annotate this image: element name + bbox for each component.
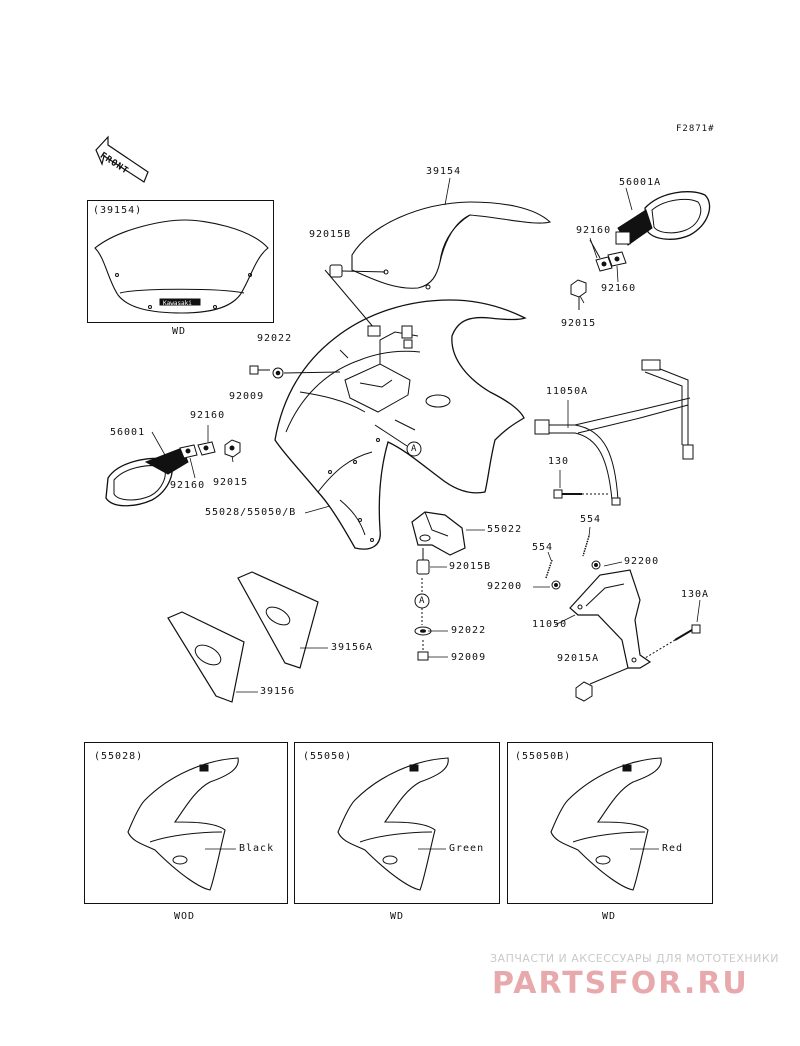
label-92022-top: 92022 xyxy=(257,333,293,344)
front-arrow-icon xyxy=(96,137,148,182)
watermark-tagline: ЗАПЧАСТИ И АКСЕССУАРЫ ДЛЯ МОТОТЕХНИКИ xyxy=(490,952,779,965)
windshield-part xyxy=(352,202,550,289)
washer-92022-top xyxy=(273,368,340,378)
variant-drawing-55028 xyxy=(128,758,238,890)
label-39154: 39154 xyxy=(426,166,462,177)
label-92022-low: 92022 xyxy=(451,625,487,636)
label-92200-b: 92200 xyxy=(487,581,523,592)
label-130a: 130A xyxy=(681,589,710,600)
label-39154-box: (39154) xyxy=(93,205,143,216)
reference-marker-a-upper xyxy=(375,425,421,456)
nut-92015a xyxy=(576,668,628,701)
ref-a-upper: A xyxy=(411,444,418,454)
watermark-brand: PARTSFOR.RU xyxy=(492,966,749,1001)
label-92160-d: 92160 xyxy=(170,480,206,491)
label-55022: 55022 xyxy=(487,524,523,535)
label-inset-market: WD xyxy=(172,326,187,337)
stay-11050a xyxy=(535,360,693,505)
label-130: 130 xyxy=(548,456,570,467)
screw-92009-low xyxy=(418,640,428,660)
variant-market-wd-2: WD xyxy=(602,911,617,922)
label-92015-right: 92015 xyxy=(561,318,597,329)
label-39156a: 39156A xyxy=(331,642,374,653)
variant-drawing-55050 xyxy=(338,758,448,890)
ref-a-lower: A xyxy=(419,596,426,606)
variant-code-55050b: (55050B) xyxy=(515,751,572,762)
label-92009-top: 92009 xyxy=(229,391,265,402)
label-92009-low: 92009 xyxy=(451,652,487,663)
variant-box-55050 xyxy=(294,742,500,904)
reference-marker-a-lower xyxy=(415,578,429,625)
label-92160-a: 92160 xyxy=(576,225,612,236)
label-92015b-mid: 92015B xyxy=(449,561,492,572)
bolt-130a xyxy=(645,625,700,658)
mirror-56001 xyxy=(106,448,188,506)
leader-lines xyxy=(152,178,700,692)
variant-color-red: Red xyxy=(662,843,684,854)
variant-code-55050: (55050) xyxy=(303,751,353,762)
label-56001a: 56001A xyxy=(619,177,662,188)
label-554-b: 554 xyxy=(532,542,554,553)
side-cover-39156a xyxy=(238,572,318,668)
bolt-130 xyxy=(554,490,610,498)
washers-92160-left xyxy=(180,442,215,458)
label-92160-b: 92160 xyxy=(601,283,637,294)
label-92200-a: 92200 xyxy=(624,556,660,567)
variant-color-green: Green xyxy=(449,843,485,854)
washers-92200 xyxy=(552,561,600,589)
nut-92015-left xyxy=(225,440,240,457)
variant-box-55050b xyxy=(507,742,713,904)
variant-code-55028: (55028) xyxy=(94,751,144,762)
label-554-a: 554 xyxy=(580,514,602,525)
windshield-decal: Kawasaki xyxy=(163,300,192,307)
upper-cowl-assembly xyxy=(275,300,525,549)
label-11050: 11050 xyxy=(532,619,568,630)
diagram-code: F2871# xyxy=(676,124,715,134)
washers-92160-right xyxy=(590,240,626,271)
label-39156: 39156 xyxy=(260,686,296,697)
label-56001: 56001 xyxy=(110,427,146,438)
nut-92015-right xyxy=(571,280,586,310)
side-cover-39156 xyxy=(168,612,244,702)
variant-drawing-55050b xyxy=(551,758,661,890)
label-92160-c: 92160 xyxy=(190,410,226,421)
label-92015-left: 92015 xyxy=(213,477,249,488)
variant-market-wod: WOD xyxy=(174,911,196,922)
grommet-92015b-mid xyxy=(417,548,429,574)
variant-market-wd-1: WD xyxy=(390,911,405,922)
variant-color-black: Black xyxy=(239,843,275,854)
bracket-11050 xyxy=(570,570,650,668)
grommet-92015b-top xyxy=(325,265,385,335)
label-92015b-top: 92015B xyxy=(309,229,352,240)
mirror-56001a xyxy=(616,192,710,245)
pins-554 xyxy=(546,536,589,578)
label-55028-main: 55028/55050/B xyxy=(205,507,297,518)
bracket-55022 xyxy=(412,512,465,555)
windshield-inset-box xyxy=(87,200,274,323)
label-11050a: 11050A xyxy=(546,386,589,397)
screw-92009-top xyxy=(250,366,270,374)
windshield-inset-drawing xyxy=(95,220,268,313)
variant-box-55028 xyxy=(84,742,288,904)
label-92015a: 92015A xyxy=(557,653,600,664)
